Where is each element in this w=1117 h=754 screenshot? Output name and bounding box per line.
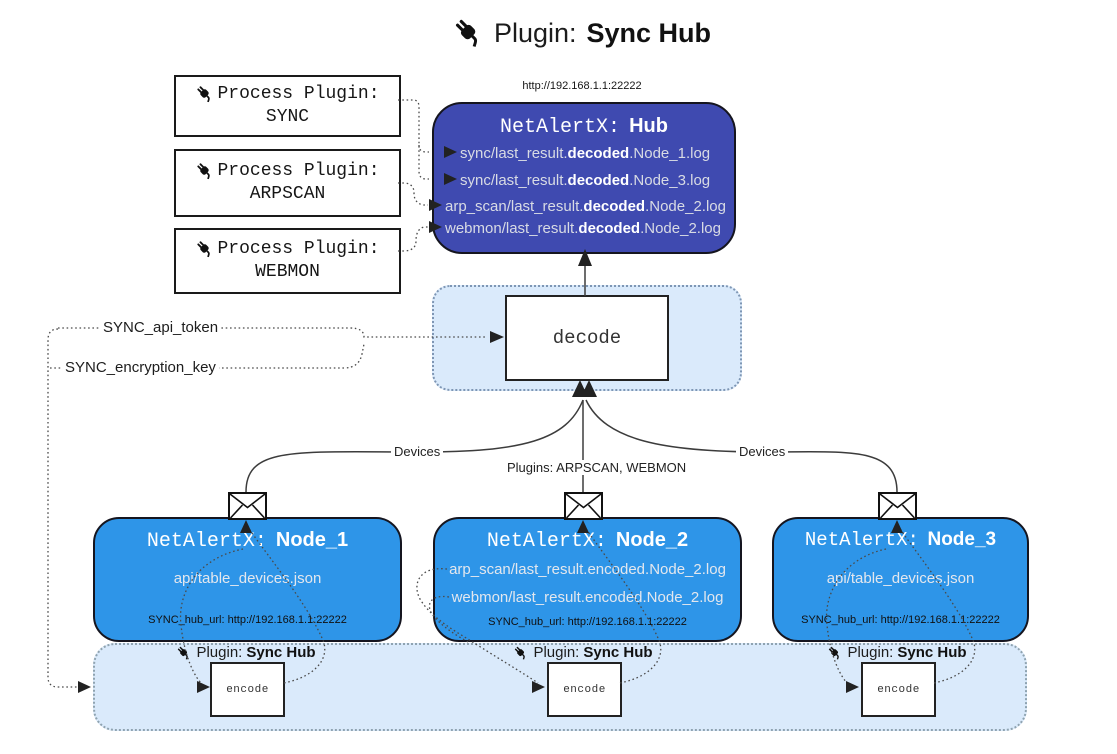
encode-box: encode [210, 662, 285, 717]
node-file-line: api/table_devices.json [173, 570, 322, 587]
process-plugin-label: Process Plugin: [217, 84, 380, 104]
envelope-icon [228, 492, 267, 520]
plug-icon [195, 84, 215, 104]
encoder-plugin-label: Plugin:Sync Hub [503, 644, 663, 661]
encoder-plugin-label: Plugin:Sync Hub [166, 644, 326, 661]
node-box-node2: NetAlertX:Node_2 arp_scan/last_result.en… [433, 517, 742, 642]
devices-right-label: Devices [736, 444, 789, 459]
hub-log-line: webmon/last_result.decoded.Node_2.log [445, 220, 721, 237]
hub-title-prefix: NetAlertX: [500, 116, 621, 139]
page-title: Plugin: Sync Hub [23, 16, 1117, 50]
process-plugin-box-webmon: Process Plugin: WEBMON [174, 228, 401, 294]
decode-box: decode [505, 295, 669, 381]
node-file-line: arp_scan/last_result.encoded.Node_2.log [449, 561, 726, 578]
node-title: NetAlertX:Node_1 [146, 529, 349, 553]
page-title-name: Sync Hub [586, 17, 712, 48]
hub-url: http://192.168.1.1:22222 [522, 80, 642, 92]
plug-icon [513, 645, 529, 661]
node-footer: SYNC_hub_url: http://192.168.1.1:22222 [488, 616, 687, 628]
node-box-node3: NetAlertX:Node_3 api/table_devices.json … [772, 517, 1029, 642]
sync-encryption-key-label: SYNC_encryption_key [62, 359, 219, 376]
envelope-icon [564, 492, 603, 520]
node-box-node1: NetAlertX:Node_1 api/table_devices.json … [93, 517, 402, 642]
node-file-line: api/table_devices.json [826, 570, 975, 587]
plug-icon [827, 645, 843, 661]
encode-box: encode [547, 662, 622, 717]
plug-icon [176, 645, 192, 661]
process-plugin-name: SYNC [265, 107, 310, 127]
hub-title: NetAlertX: Hub [434, 115, 734, 139]
plug-icon [195, 239, 215, 259]
page-title-prefix: Plugin: [493, 17, 577, 48]
process-plugin-box-sync: Process Plugin: SYNC [174, 75, 401, 137]
sync-api-token-label: SYNC_api_token [100, 319, 222, 336]
process-plugin-label: Process Plugin: [217, 161, 380, 181]
encoder-plugin-label: Plugin:Sync Hub [817, 644, 977, 661]
plugins-center-label: Plugins: ARPSCAN, WEBMON [504, 460, 690, 475]
node-footer: SYNC_hub_url: http://192.168.1.1:22222 [148, 614, 347, 626]
hub-title-name: Hub [629, 115, 668, 137]
hub-box: NetAlertX: Hub sync/last_result.decoded.N… [432, 102, 736, 254]
node-footer: SYNC_hub_url: http://192.168.1.1:22222 [801, 614, 1000, 626]
hub-log-line: sync/last_result.decoded.Node_3.log [460, 172, 711, 189]
plug-icon [195, 161, 215, 181]
envelope-icon [878, 492, 917, 520]
process-plugin-box-arpscan: Process Plugin: ARPSCAN [174, 149, 401, 217]
device-edges [245, 380, 898, 493]
node-title: NetAlertX:Node_3 [804, 529, 997, 551]
process-plugin-label: Process Plugin: [217, 239, 380, 259]
hub-log-line: arp_scan/last_result.decoded.Node_2.log [445, 198, 726, 215]
hub-log-line: sync/last_result.decoded.Node_1.log [460, 145, 711, 162]
node-file-line: webmon/last_result.encoded.Node_2.log [451, 589, 724, 606]
encode-box: encode [861, 662, 936, 717]
devices-left-label: Devices [391, 444, 444, 459]
plug-icon [452, 16, 486, 50]
node-title: NetAlertX:Node_2 [486, 529, 689, 553]
process-plugin-name: WEBMON [255, 262, 320, 282]
process-plugin-name: ARPSCAN [249, 184, 326, 204]
